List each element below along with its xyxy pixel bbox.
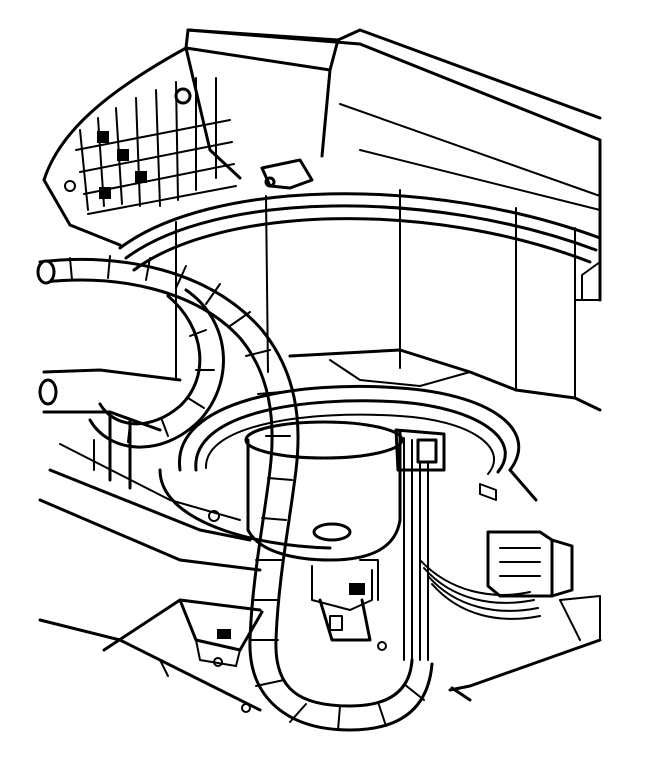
drain-hose — [36, 255, 434, 732]
blower-motor — [244, 420, 404, 642]
grille-panel — [42, 46, 237, 247]
inner-hose-loop — [88, 288, 225, 449]
motor-housing-ring — [158, 384, 538, 550]
upper-housing — [184, 28, 602, 302]
wiring-harness — [377, 428, 574, 661]
lower-panel — [38, 595, 602, 713]
left-bracket — [38, 368, 262, 572]
blower-case — [118, 158, 602, 412]
